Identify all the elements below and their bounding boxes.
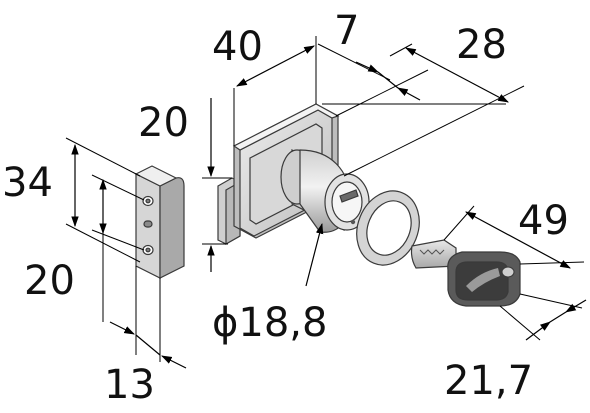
dim-label-28: 28	[456, 22, 507, 68]
dim-lock-width: 40	[212, 24, 317, 146]
dim-label-20-strike: 20	[24, 258, 75, 304]
rosette-ring	[356, 190, 420, 266]
dim-label-21-7: 21,7	[444, 358, 533, 404]
dim-key-head-width: 21,7	[444, 293, 587, 404]
dim-lock-height: 20	[138, 98, 232, 272]
dim-label-49: 49	[518, 198, 569, 244]
dim-strike-holes: 20	[24, 174, 145, 322]
dim-label-20-lock: 20	[138, 100, 189, 146]
key	[410, 239, 521, 307]
dim-label-7: 7	[334, 8, 359, 54]
dim-label-40: 40	[212, 24, 263, 70]
dim-label-34: 34	[2, 160, 53, 206]
dim-strike-height: 34	[2, 137, 141, 263]
dim-strike-width: 13	[104, 266, 187, 408]
dim-bolt-offset: 7	[317, 8, 429, 117]
strike-plate	[134, 165, 185, 279]
dim-key-length: 49	[443, 198, 585, 269]
dim-cylinder-length: 28	[322, 22, 525, 177]
cylinder	[280, 149, 370, 233]
dim-label-13: 13	[104, 362, 155, 408]
dim-label-diameter: ϕ18,8	[212, 300, 327, 346]
dim-cylinder-diameter: ϕ18,8	[212, 222, 327, 346]
